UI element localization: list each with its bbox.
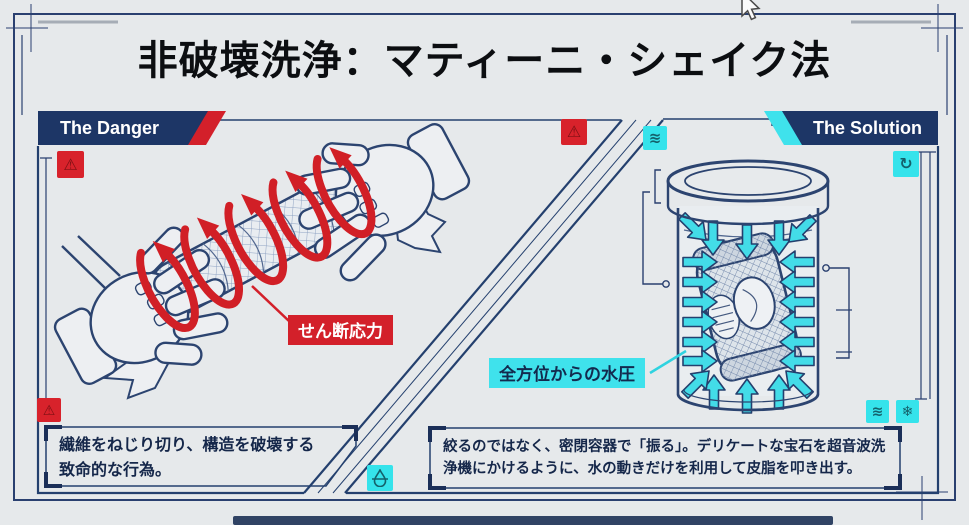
solution-callout-leader: [649, 349, 687, 375]
danger-panel-header: The Danger: [38, 111, 208, 145]
snowflake-icon: ❄: [896, 400, 919, 423]
solution-note-frame: [428, 426, 902, 490]
shear-stress-label: せん断応力: [288, 315, 393, 345]
warning-glyph: ⚠: [42, 401, 56, 418]
danger-note: 繊維をねじり切り、構造を破壊する 致命的な行為。: [59, 434, 351, 484]
solution-header-label: The Solution: [813, 117, 922, 138]
danger-note-line2: 致命的な行為。: [59, 461, 172, 479]
solution-note: 絞るのではなく、密閉容器で「振る」。デリケートな宝石を超音波洗 浄機にかけるよう…: [443, 436, 895, 481]
subtitle-bar: [233, 516, 833, 525]
shear-stress-coils: [136, 147, 376, 332]
droplet-glyph: [372, 469, 388, 487]
jar-outline: [666, 159, 830, 412]
knee-brace: [692, 232, 802, 382]
page-title: 非破壊洗浄：マティーニ・シェイク法: [137, 39, 832, 83]
glove-left: [53, 226, 229, 386]
warning-icon: ⚠: [37, 398, 61, 422]
danger-note-line1: 繊維をねじり切り、構造を破壊する: [59, 437, 315, 454]
cycle-glyph: ↻: [899, 156, 913, 173]
solution-measure-line: [915, 151, 936, 400]
warning-icon: ⚠: [561, 119, 587, 145]
warning-glyph: ⚠: [63, 156, 78, 174]
wind-icon: ≋: [643, 126, 667, 150]
danger-callout-leader: [251, 285, 291, 323]
danger-header-label: The Danger: [60, 117, 160, 138]
snowflake-glyph: ❄: [901, 403, 914, 419]
danger-measure-line: [40, 157, 52, 412]
jar-callout-lines: [642, 169, 852, 359]
warning-glyph: ⚠: [566, 124, 582, 141]
wind-glyph: ≋: [648, 130, 662, 147]
wind-glyph: ≋: [871, 403, 884, 419]
solution-panel-header: The Solution: [782, 111, 938, 145]
droplet-icon: [367, 465, 393, 491]
cycle-icon: ↻: [893, 151, 919, 177]
mouse-cursor: [741, 0, 761, 21]
wind-icon: ≋: [866, 400, 889, 423]
wringing-hands-illustration: [53, 122, 471, 400]
water-pressure-label: 全方位からの水圧: [489, 358, 645, 388]
danger-note-frame: [44, 425, 358, 488]
solution-note-line1: 絞るのではなく、密閉容器で「振る」。デリケートな宝石を超音波洗: [443, 439, 886, 455]
container-illustration: [642, 159, 852, 414]
solution-note-line2: 浄機にかけるように、水の動きだけを利用して皮脂を叩き出す。: [443, 461, 862, 478]
warning-icon: ⚠: [57, 151, 84, 178]
